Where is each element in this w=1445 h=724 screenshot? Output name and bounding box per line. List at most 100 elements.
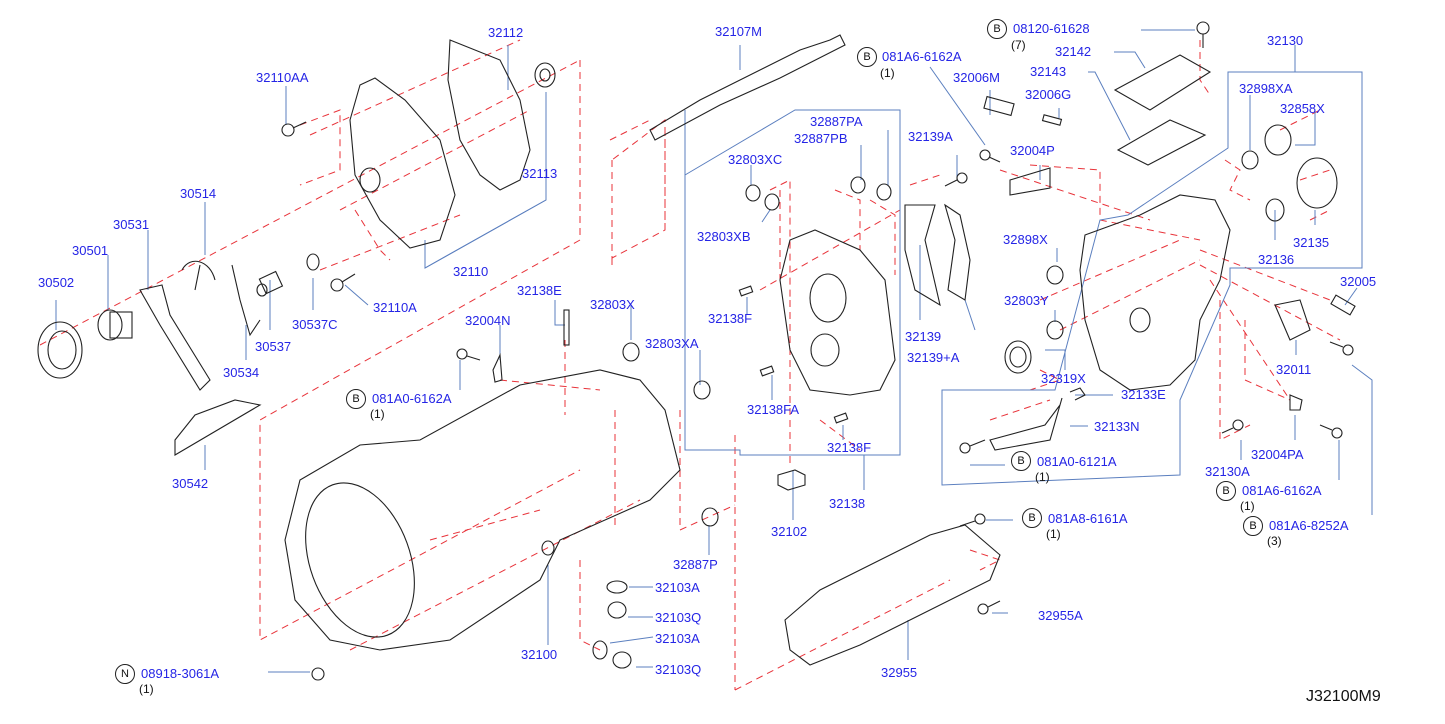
label-30501[interactable]: 30501 xyxy=(72,243,109,258)
label-32110[interactable]: 32110 xyxy=(453,264,489,279)
fastener-part-number[interactable]: 081A6-8252A xyxy=(1269,518,1349,533)
bushing-32887PB xyxy=(850,176,866,194)
washer-32103A-2 xyxy=(592,640,608,660)
label-30531[interactable]: 30531 xyxy=(113,217,150,232)
label-32103Q-1[interactable]: 32103Q xyxy=(655,610,702,625)
bracket-32011 xyxy=(1274,299,1311,341)
label-32138F-bottom[interactable]: 32138F xyxy=(827,440,872,455)
label-32006M[interactable]: 32006M xyxy=(953,70,1000,85)
label-32955[interactable]: 32955 xyxy=(881,665,918,680)
label-30534[interactable]: 30534 xyxy=(223,365,260,380)
label-32100[interactable]: 32100 xyxy=(521,647,558,662)
label-32130A[interactable]: 32130A xyxy=(1205,464,1250,479)
label-32139-plus-A[interactable]: 32139+A xyxy=(907,350,960,365)
fastener-part-number[interactable]: 081A0-6121A xyxy=(1037,454,1117,469)
fastener-quantity: (1) xyxy=(139,682,154,696)
bolt-081A0-6162A xyxy=(456,348,481,361)
gasket-32112 xyxy=(447,39,531,191)
label-32107M[interactable]: 32107M xyxy=(715,24,762,39)
diagram-code: J32100M9 xyxy=(1306,688,1381,705)
label-32858X[interactable]: 32858X xyxy=(1280,101,1325,116)
label-32110AA[interactable]: 32110AA xyxy=(256,70,309,85)
seal-32136 xyxy=(1265,198,1285,222)
fastener-quantity: (1) xyxy=(1035,470,1050,484)
label-32803X[interactable]: 32803X xyxy=(590,297,635,312)
fastener-part-number[interactable]: 08918-3061A xyxy=(141,666,220,681)
label-32803XC[interactable]: 32803XC xyxy=(728,152,783,167)
label-32139[interactable]: 32139 xyxy=(905,329,942,344)
seal-32113 xyxy=(534,62,556,88)
part-outlines xyxy=(37,21,1356,681)
label-32887P[interactable]: 32887P xyxy=(673,557,718,572)
label-32142[interactable]: 32142 xyxy=(1055,44,1092,59)
gasket-32139A xyxy=(944,203,971,301)
label-32112[interactable]: 32112 xyxy=(488,25,524,40)
label-32102[interactable]: 32102 xyxy=(771,524,808,539)
fastener-part-number[interactable]: 08120-61628 xyxy=(1013,21,1090,36)
gasket-32139 xyxy=(904,204,941,307)
label-32887PA[interactable]: 32887PA xyxy=(810,114,863,129)
label-32955A[interactable]: 32955A xyxy=(1038,608,1083,623)
label-32138F-top[interactable]: 32138F xyxy=(708,311,753,326)
label-32898X[interactable]: 32898X xyxy=(1003,232,1048,247)
label-32135[interactable]: 32135 xyxy=(1293,235,1330,250)
label-30514[interactable]: 30514 xyxy=(180,186,217,201)
label-32133N[interactable]: 32133N xyxy=(1094,419,1140,434)
label-32319X[interactable]: 32319X xyxy=(1041,371,1086,386)
fastener-quantity: (1) xyxy=(1240,499,1255,513)
label-32136[interactable]: 32136 xyxy=(1258,252,1295,267)
fastener-quantity: (1) xyxy=(370,407,385,421)
label-32130[interactable]: 32130 xyxy=(1267,33,1304,48)
bushing-32858X xyxy=(1264,124,1292,156)
label-30502[interactable]: 30502 xyxy=(38,275,75,290)
gasket-32143 xyxy=(1116,119,1207,166)
label-32103A-2[interactable]: 32103A xyxy=(655,631,700,646)
badge-B-icon: B xyxy=(1216,481,1236,501)
label-30542[interactable]: 30542 xyxy=(172,476,209,491)
bolt-081A6-8252A xyxy=(1329,341,1354,356)
label-30537[interactable]: 30537 xyxy=(255,339,292,354)
bushing-32887P xyxy=(701,507,719,527)
label-30537C[interactable]: 30537C xyxy=(292,317,338,332)
label-32006G[interactable]: 32006G xyxy=(1025,87,1072,102)
spring-30514 xyxy=(181,260,216,291)
label-32898XA[interactable]: 32898XA xyxy=(1239,81,1293,96)
label-32803Y[interactable]: 32803Y xyxy=(1004,293,1049,308)
label-32138E[interactable]: 32138E xyxy=(517,283,562,298)
label-32133E[interactable]: 32133E xyxy=(1121,387,1166,402)
pivot-30537 xyxy=(256,270,284,297)
fastener-part-number[interactable]: 081A8-6161A xyxy=(1048,511,1128,526)
label-32103A-1[interactable]: 32103A xyxy=(655,580,700,595)
fastener-part-number[interactable]: 081A6-6162A xyxy=(882,49,962,64)
label-32113[interactable]: 32113 xyxy=(522,166,558,181)
block-32102 xyxy=(777,469,806,491)
cover-32142 xyxy=(1113,54,1212,111)
bolt-081A0-6121A xyxy=(959,439,986,454)
fastener-part-number[interactable]: 081A0-6162A xyxy=(372,391,452,406)
plug-32103Q-2 xyxy=(612,651,632,669)
nut-08918-3061A xyxy=(311,667,325,681)
adapter-plate-32138 xyxy=(779,229,896,396)
label-32803XB[interactable]: 32803XB xyxy=(697,229,751,244)
label-32110A[interactable]: 32110A xyxy=(373,300,417,315)
label-32005[interactable]: 32005 xyxy=(1340,274,1377,289)
leader-lines xyxy=(55,29,1373,673)
fastener-part-number[interactable]: 081A6-6162A xyxy=(1242,483,1322,498)
label-32887PB[interactable]: 32887PB xyxy=(794,131,848,146)
label-32004N[interactable]: 32004N xyxy=(465,313,511,328)
label-32138[interactable]: 32138 xyxy=(829,496,866,511)
fork-30531 xyxy=(139,284,211,391)
label-32103Q-2[interactable]: 32103Q xyxy=(655,662,702,677)
label-32004PA[interactable]: 32004PA xyxy=(1251,447,1304,462)
label-32004P[interactable]: 32004P xyxy=(1010,143,1055,158)
label-32138FA[interactable]: 32138FA xyxy=(747,402,800,417)
under-cover-32955 xyxy=(784,524,1001,666)
label-32803XA[interactable]: 32803XA xyxy=(645,336,699,351)
plug-32103Q-1 xyxy=(607,601,627,619)
label-32011[interactable]: 32011 xyxy=(1276,362,1312,377)
label-32139A[interactable]: 32139A xyxy=(908,129,953,144)
rear-extension-32130 xyxy=(1079,194,1231,391)
bolt-08120-61628 xyxy=(1196,21,1210,48)
label-32143[interactable]: 32143 xyxy=(1030,64,1067,79)
